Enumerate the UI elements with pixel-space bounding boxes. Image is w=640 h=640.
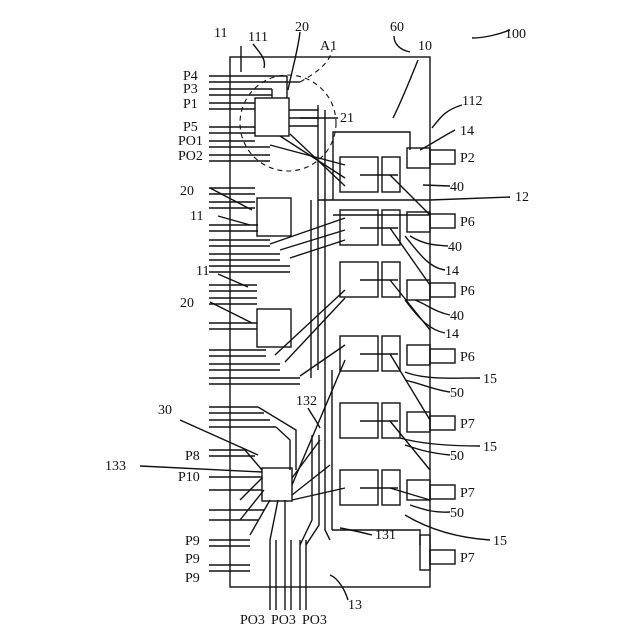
pin-p5: P5 (183, 120, 198, 135)
pin-p1: P1 (183, 97, 198, 112)
pin-p7-a: P7 (460, 417, 475, 432)
label-112: 112 (462, 94, 482, 109)
pin-p6-b: P6 (460, 284, 475, 299)
label-30: 30 (158, 403, 172, 418)
label-11-mid: 11 (190, 209, 203, 224)
label-10: 10 (418, 39, 432, 54)
label-15-a: 15 (483, 372, 497, 387)
label-20-top: 20 (295, 20, 309, 35)
pin-p9-a: P9 (185, 534, 200, 549)
controller-chip-2-wires (270, 218, 345, 258)
label-15-c: 15 (493, 534, 507, 549)
pin-po1: PO1 (178, 134, 203, 149)
driver-wires (240, 360, 345, 540)
label-133: 133 (105, 459, 126, 474)
pin-p7-c: P7 (460, 551, 475, 566)
pin-p10: P10 (178, 470, 200, 485)
label-40-a: 40 (450, 180, 464, 195)
label-20-mid: 20 (180, 184, 194, 199)
driver-chip (262, 468, 292, 501)
pin-p3: P3 (183, 82, 198, 97)
die-pad-112 (333, 132, 410, 200)
pin-p7-b: P7 (460, 486, 475, 501)
pin-p8: P8 (185, 449, 200, 464)
pin-p2: P2 (460, 151, 475, 166)
label-40-c: 40 (450, 309, 464, 324)
controller-chip-3-wires (275, 290, 345, 376)
label-12: 12 (515, 190, 529, 205)
label-60: 60 (390, 20, 404, 35)
controller-chip-3 (257, 309, 291, 347)
bus-traces (311, 105, 430, 378)
controller-chip-1-wires (270, 110, 345, 186)
label-14-b: 14 (445, 264, 459, 279)
label-11-low: 11 (196, 264, 209, 279)
pin-po2: PO2 (178, 149, 203, 164)
left-leads-group-3 (209, 285, 300, 384)
detail-leader-a1 (300, 50, 332, 82)
label-111: 111 (248, 30, 268, 45)
pin-p6-a: P6 (460, 215, 475, 230)
label-a1: A1 (320, 39, 337, 54)
label-132: 132 (296, 394, 317, 409)
pin-p6-c: P6 (460, 350, 475, 365)
label-14-c: 14 (445, 327, 459, 342)
transistor-wires (360, 175, 430, 500)
label-40-b: 40 (448, 240, 462, 255)
label-50-c: 50 (450, 506, 464, 521)
label-131: 131 (375, 528, 396, 543)
pin-po3-b: PO3 (271, 613, 296, 628)
pin-po3-c: PO3 (302, 613, 327, 628)
label-50-b: 50 (450, 449, 464, 464)
pin-p9-b: P9 (185, 552, 200, 567)
pin-p9-c: P9 (185, 571, 200, 586)
label-50-a: 50 (450, 386, 464, 401)
label-15-b: 15 (483, 440, 497, 455)
label-20-low: 20 (180, 296, 194, 311)
label-11-top: 11 (214, 26, 227, 41)
left-leads-group-2 (209, 188, 290, 272)
label-21: 21 (340, 111, 354, 126)
label-14-a: 14 (460, 124, 474, 139)
label-13: 13 (348, 598, 362, 613)
driver-leads (209, 407, 296, 571)
controller-chip-2 (257, 198, 291, 236)
transistor-cells (340, 157, 400, 505)
controller-chip-1 (255, 98, 289, 136)
label-100: 100 (505, 27, 526, 42)
pin-po3-a: PO3 (240, 613, 265, 628)
